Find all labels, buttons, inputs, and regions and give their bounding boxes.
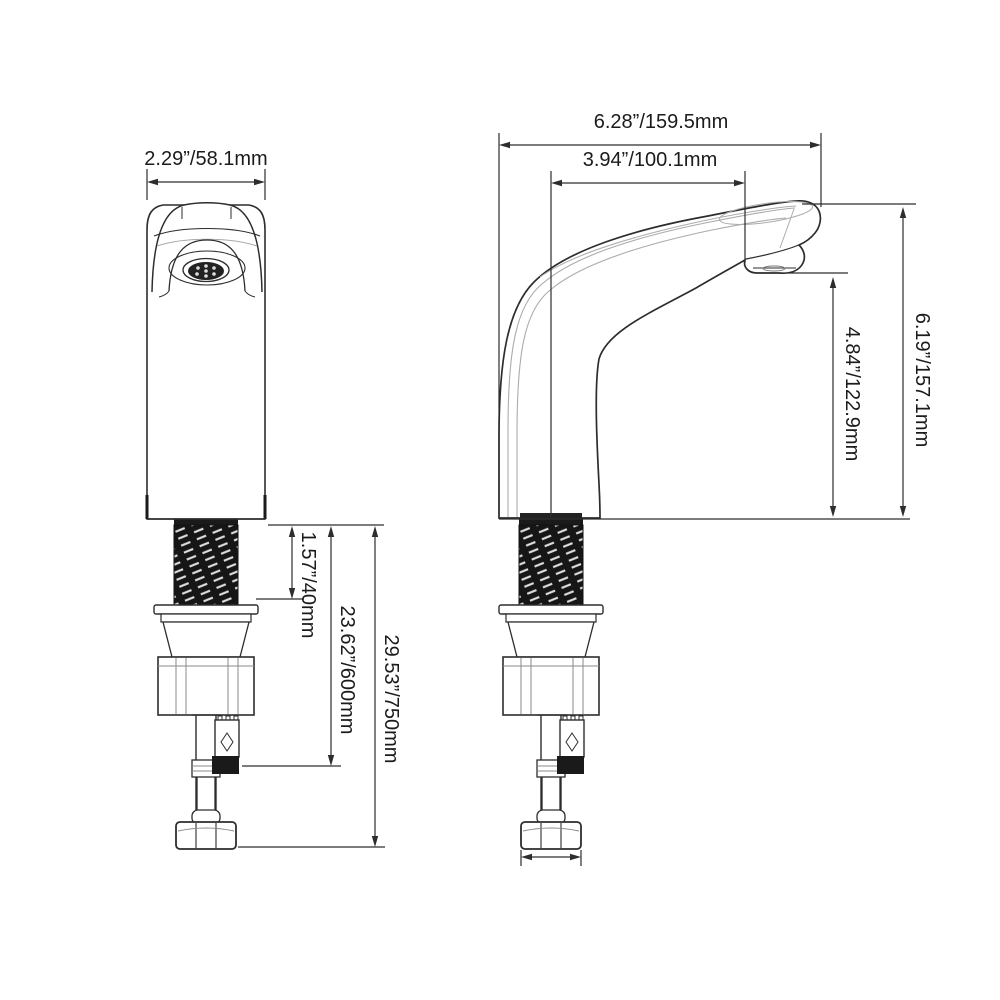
dim-front-hose-length-line <box>242 526 341 767</box>
dim-side-spout-height-line <box>802 203 916 517</box>
side-under-counter-assembly <box>498 518 604 850</box>
dimension-label-front-shank-height: 1.57”/40mm <box>297 531 319 639</box>
side-faucet-body <box>498 200 822 519</box>
side-spout-outline <box>498 200 822 519</box>
front-faucet-body <box>145 202 267 520</box>
dim-front-total-height-line <box>238 526 385 848</box>
dimension-label-side-overall-reach: 6.28”/159.5mm <box>593 111 729 133</box>
dimension-label-side-spout-height: 6.19”/157.1mm <box>911 312 933 448</box>
dim-side-nut-width-line <box>520 850 582 866</box>
front-view <box>145 202 267 850</box>
side-view <box>498 200 822 850</box>
dim-front-shank-height-line <box>256 526 304 600</box>
dimension-label-front-hose-length: 23.62”/600mm <box>336 605 358 735</box>
dimension-label-side-spout-reach: 3.94”/100.1mm <box>582 149 718 171</box>
dimension-lines <box>146 133 916 866</box>
dimension-label-front-total-height: 29.53”/750mm <box>380 634 402 764</box>
dim-front-head-width-line <box>146 169 266 200</box>
dim-side-overall-reach-line <box>498 133 822 517</box>
side-aerator <box>762 265 786 272</box>
dim-side-spout-reach-line <box>550 171 746 517</box>
dimension-label-side-outlet-height: 4.84”/122.9mm <box>841 326 863 462</box>
front-under-counter-assembly <box>153 518 259 850</box>
dimension-label-front-head-width: 2.29”/58.1mm <box>144 148 268 170</box>
dim-side-outlet-height-line <box>788 272 848 517</box>
